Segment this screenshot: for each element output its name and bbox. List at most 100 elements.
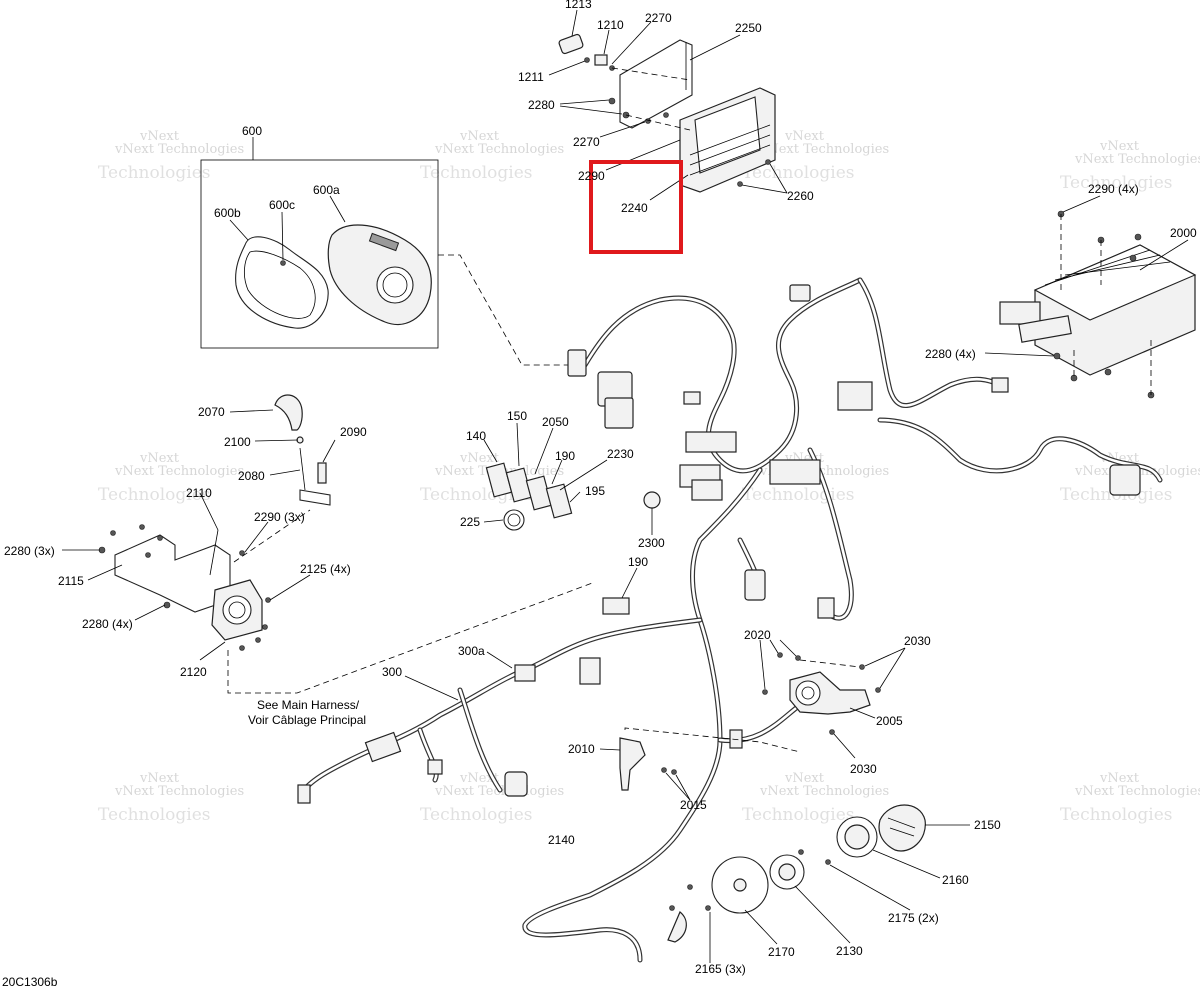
label-600c: 600c	[269, 198, 295, 212]
label-2020: 2020	[744, 628, 771, 642]
watermark-tech: Technologies	[98, 485, 211, 505]
connector[interactable]	[364, 731, 402, 763]
watermark-vnext: vNext	[784, 771, 825, 786]
note-main-harness: See Main Harness/	[257, 698, 360, 712]
connector[interactable]	[567, 349, 587, 377]
watermark-name: vNext Technologies	[1074, 152, 1200, 167]
connector[interactable]	[579, 657, 601, 685]
connector[interactable]	[991, 377, 1009, 393]
label-2280: 2280	[528, 98, 555, 112]
connector[interactable]	[837, 381, 873, 411]
label-2250: 2250	[735, 21, 762, 35]
label-600a: 600a	[313, 183, 340, 197]
label-2120: 2120	[180, 665, 207, 679]
sensor-2010[interactable]	[619, 737, 646, 791]
label-2090: 2090	[340, 425, 367, 439]
label-190: 190	[555, 449, 575, 463]
connector[interactable]	[683, 391, 701, 405]
label-2290-4x: 2290 (4x)	[1088, 182, 1139, 196]
connector[interactable]	[297, 784, 311, 804]
watermark-vnext: vNext	[1099, 771, 1140, 786]
label-600b: 600b	[214, 206, 241, 220]
label-2100: 2100	[224, 435, 251, 449]
lever-group	[229, 394, 336, 506]
watermark-name: vNext Technologies	[1074, 784, 1200, 799]
label-2240: 2240	[621, 201, 648, 215]
label-600: 600	[242, 124, 262, 138]
watermark-name: vNext Technologies	[434, 142, 564, 157]
sensor-2010-group	[599, 727, 801, 801]
watermark-tech: Technologies	[1060, 173, 1173, 193]
watermark-tech: Technologies	[420, 163, 533, 183]
label-2140: 2140	[548, 833, 575, 847]
label-2005: 2005	[876, 714, 903, 728]
drawing-code: 20C1306b	[2, 975, 58, 989]
clip-1210[interactable]	[594, 54, 608, 66]
highlight-box-2240	[589, 160, 683, 254]
label-2015: 2015	[680, 798, 707, 812]
regulator-group	[984, 195, 1197, 399]
label-2010: 2010	[568, 742, 595, 756]
ecm-module-group	[548, 9, 788, 254]
watermark-vnext: vNext	[1099, 139, 1140, 154]
label-2290: 2290	[578, 169, 605, 183]
label-195: 195	[585, 484, 605, 498]
watermark-vnext: vNext	[459, 451, 500, 466]
switch-190[interactable]	[545, 483, 573, 519]
bracket-2250[interactable]	[619, 39, 693, 129]
bracket-2080[interactable]	[299, 489, 331, 506]
label-225: 225	[460, 515, 480, 529]
label-1213: 1213	[565, 0, 592, 11]
label-2280-4x-left: 2280 (4x)	[82, 617, 133, 631]
blank-plug-225[interactable]	[503, 509, 525, 531]
cap-2150[interactable]	[878, 804, 926, 852]
lever-2070[interactable]	[274, 394, 303, 431]
label-2115: 2115	[58, 574, 84, 588]
connector-block[interactable]	[769, 459, 821, 485]
bezel-600b[interactable]	[235, 236, 329, 329]
sensor-2300[interactable]	[643, 491, 661, 509]
connector[interactable]	[504, 771, 528, 797]
watermark-tech: Technologies	[98, 163, 211, 183]
watermark-name: vNext Technologies	[114, 142, 244, 157]
connector[interactable]	[789, 284, 811, 302]
main-harness-group	[297, 651, 536, 804]
gauge-cluster-group	[200, 137, 575, 366]
bracket-2115[interactable]	[114, 534, 231, 613]
label-2125-4x: 2125 (4x)	[300, 562, 351, 576]
label-2130: 2130	[836, 944, 863, 958]
watermark-vnext: vNext	[139, 129, 180, 144]
connector[interactable]	[1109, 464, 1141, 496]
label-2150: 2150	[974, 818, 1001, 832]
label-2280-4x: 2280 (4x)	[925, 347, 976, 361]
bolt-2090[interactable]	[317, 462, 327, 484]
connector-block[interactable]	[685, 431, 737, 453]
label-2080: 2080	[238, 469, 265, 483]
regulator-connector[interactable]	[999, 301, 1041, 325]
label-1211: 1211	[518, 70, 544, 84]
label-190b: 190	[628, 555, 648, 569]
watermark-vnext: vNext	[139, 771, 180, 786]
motor-group	[62, 492, 596, 694]
watermark-tech: Technologies	[742, 163, 855, 183]
connector[interactable]	[817, 597, 835, 619]
label-2030: 2030	[904, 634, 931, 648]
actuator-group	[759, 639, 906, 759]
label-2170: 2170	[768, 945, 795, 959]
label-300: 300	[382, 665, 402, 679]
switch-190b[interactable]	[602, 597, 630, 615]
watermark-name: vNext Technologies	[114, 464, 244, 479]
wiring-harness-2140[interactable]	[517, 277, 1163, 963]
label-2280-3x: 2280 (3x)	[4, 544, 55, 558]
note-cablage-principal: Voir Câblage Principal	[248, 713, 366, 727]
watermark-name: vNext Technologies	[759, 784, 889, 799]
watermark-tech: Technologies	[742, 485, 855, 505]
label-2290-3x: 2290 (3x)	[254, 510, 305, 524]
watermark-vnext: vNext	[139, 451, 180, 466]
connector[interactable]	[744, 569, 766, 601]
watermark-vnext: vNext	[784, 129, 825, 144]
label-2050: 2050	[542, 415, 569, 429]
watermark-name: vNext Technologies	[114, 784, 244, 799]
fuse-holder-1213[interactable]	[558, 33, 584, 55]
watermark-vnext: vNext	[459, 129, 500, 144]
